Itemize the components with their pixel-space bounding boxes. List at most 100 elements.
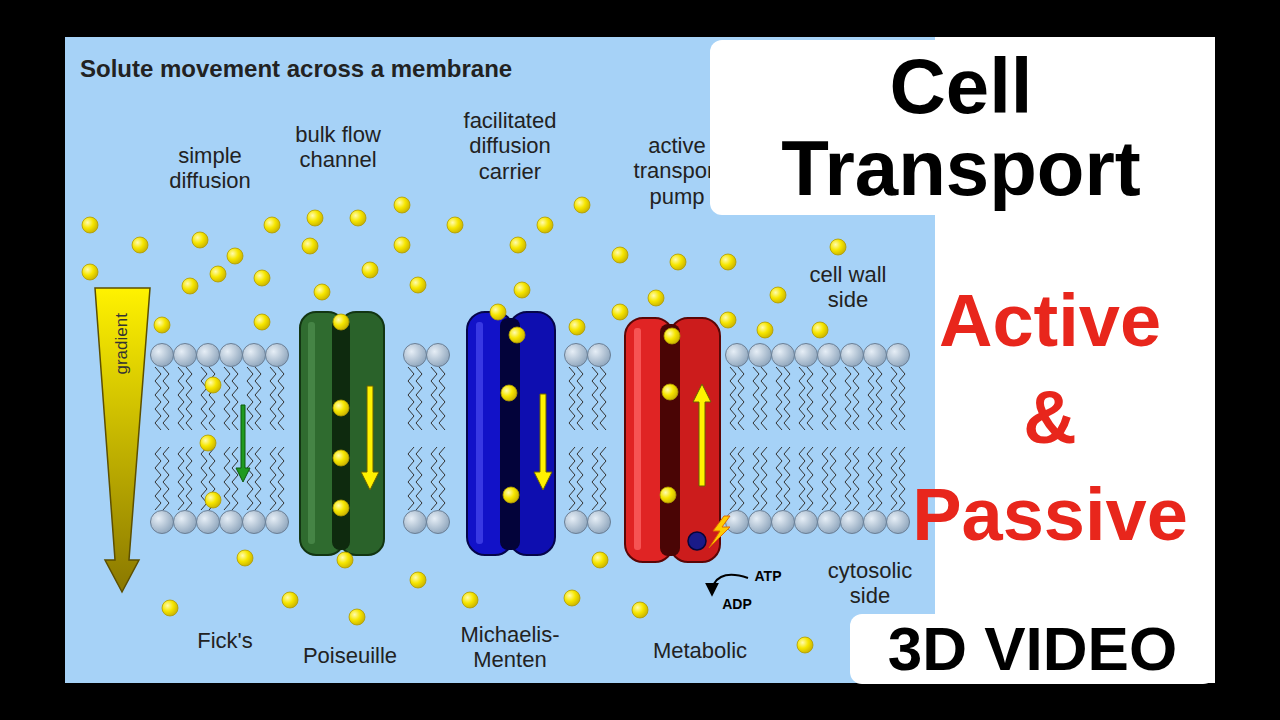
subtitle-text: Active & Passive	[906, 272, 1194, 563]
solute-dot	[350, 210, 366, 226]
lipid-head	[404, 511, 427, 534]
lipid-tail	[753, 447, 759, 510]
solute-dot	[410, 277, 426, 293]
process-label: facilitated diffusion carrier	[448, 108, 573, 184]
solute-dot	[720, 312, 736, 328]
process-label: bulk flow channel	[281, 122, 396, 173]
lipid-tail	[592, 367, 598, 430]
subtitle-text: Active & Passive	[912, 279, 1188, 556]
flow-arrow	[361, 386, 379, 490]
solute-dot	[254, 270, 270, 286]
lipid-tail	[577, 447, 583, 510]
lipid-tail	[232, 367, 238, 430]
solute-dot	[333, 314, 349, 330]
atp-site	[688, 532, 706, 550]
lipid-head	[749, 511, 772, 534]
flow-arrow	[534, 394, 552, 490]
solute-dot	[254, 314, 270, 330]
solute-dot	[569, 319, 585, 335]
solute-dot	[200, 435, 216, 451]
carrier-protein	[467, 312, 555, 555]
solute-dot	[162, 600, 178, 616]
lipid-tail	[899, 367, 905, 430]
lipid-tail	[891, 447, 897, 510]
solute-dot	[592, 552, 608, 568]
solute-dot	[264, 217, 280, 233]
flow-arrow	[236, 405, 250, 482]
lipid-tail	[247, 367, 253, 430]
law-label: Michaelis-Menten	[448, 622, 573, 673]
lipid-head	[818, 511, 841, 534]
lipid-head	[243, 511, 266, 534]
solute-dot	[574, 197, 590, 213]
solute-dot	[770, 287, 786, 303]
lipid-tail	[278, 367, 284, 430]
side-label: cytosolic side	[818, 558, 923, 609]
side-label: cell wall side	[793, 262, 903, 313]
lipid-tail	[730, 367, 736, 430]
solute-dot	[132, 237, 148, 253]
lipid-head	[427, 344, 450, 367]
lipid-tail	[799, 367, 805, 430]
energy-bolt	[709, 516, 730, 548]
lipid-tail	[439, 447, 445, 510]
process-label: facilitated diffusion carrier	[464, 108, 557, 184]
lipid-tail	[201, 367, 207, 430]
solute-dot	[282, 592, 298, 608]
solute-dot	[670, 254, 686, 270]
axis-label: gradient	[112, 313, 131, 374]
lipid-tail	[408, 367, 414, 430]
solute-dot	[394, 237, 410, 253]
lipid-tail	[868, 447, 874, 510]
solute-dot	[660, 487, 676, 503]
process-label: simple diffusion	[153, 143, 268, 194]
lipid-tail	[830, 447, 836, 510]
solute-dot	[227, 248, 243, 264]
lipid-head	[404, 344, 427, 367]
lipid-tail	[255, 447, 261, 510]
lipid-head	[243, 344, 266, 367]
lipid-head	[841, 344, 864, 367]
lipid-tail	[416, 367, 422, 430]
solute-dot	[82, 217, 98, 233]
law-label: Metabolic	[640, 638, 760, 663]
solute-dot	[510, 237, 526, 253]
lipid-head	[565, 344, 588, 367]
lipid-head	[427, 511, 450, 534]
box-text: Cell Transport	[710, 46, 1212, 210]
law-label: Poiseuille	[290, 643, 410, 668]
solute-dot	[612, 247, 628, 263]
text-stack: Cell Transport	[710, 46, 1212, 210]
solute-dot	[362, 262, 378, 278]
solute-dot	[632, 602, 648, 618]
solute-dot	[648, 290, 664, 306]
lipid-tail	[155, 447, 161, 510]
lipid-tail	[899, 447, 905, 510]
box-text: 3D VIDEO	[888, 618, 1177, 680]
lipid-head	[588, 344, 611, 367]
lipid-tail	[232, 447, 238, 510]
law-label: Poiseuille	[303, 643, 397, 668]
lipid-head	[887, 344, 910, 367]
solute-dot	[349, 609, 365, 625]
lipid-head	[749, 344, 772, 367]
solute-dot	[662, 384, 678, 400]
lipid-head	[565, 511, 588, 534]
solute-dot	[501, 385, 517, 401]
solute-dots	[82, 197, 846, 653]
lipid-head	[772, 511, 795, 534]
title-box: Cell Transport	[710, 40, 1212, 215]
flow-arrows	[236, 384, 711, 490]
diagram-title: Solute movement across a membrane	[80, 55, 512, 83]
solute-dot	[302, 238, 318, 254]
solute-dot	[394, 197, 410, 213]
solute-dot	[192, 232, 208, 248]
title-text: Solute movement across a membrane	[80, 55, 512, 82]
solute-dot	[205, 492, 221, 508]
lipid-tail	[784, 367, 790, 430]
lipid-tail	[807, 447, 813, 510]
lipid-head	[887, 511, 910, 534]
